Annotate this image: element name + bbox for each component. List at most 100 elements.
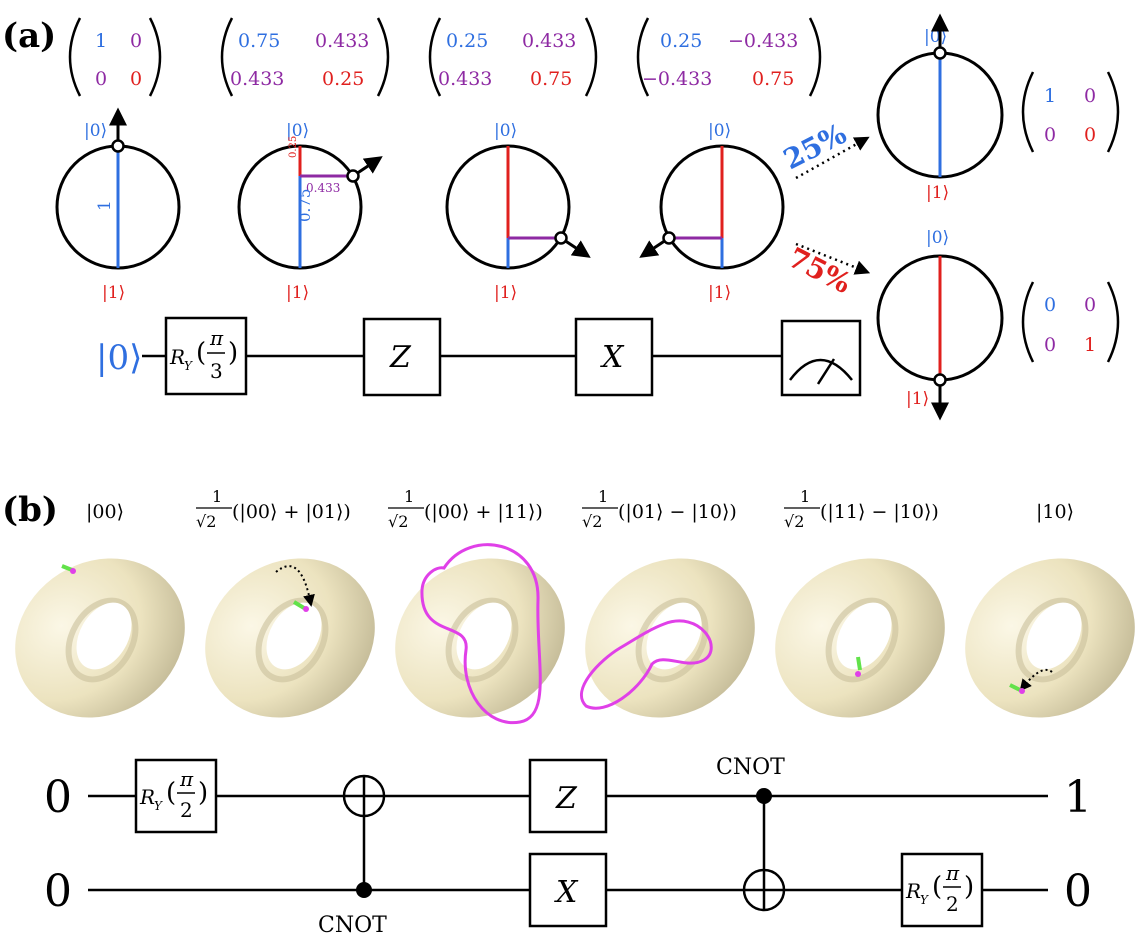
ry-gate-b-top-num: π [179,767,194,791]
cnot1-control[interactable] [356,882,372,898]
prob-top: 25% [778,117,851,176]
matrix-a2-01: 0.433 [315,30,369,52]
circuit-b: 0 0 1 0 R Y ( π 2 ) CNOT Z X CNOT [44,755,1092,938]
ry-gate-b-top[interactable] [134,758,218,834]
state-1-num: 1 [212,487,222,506]
ry-gate-b-bottom-lparen: ( [932,872,942,902]
x-gate-a-label: X [600,340,625,375]
z-gate-b-label: Z [555,781,578,816]
state-circle-2: |0⟩ 0.25 0.433 0.75 |1⟩ [237,121,383,303]
outcome-bottom-ket0: |0⟩ [926,228,949,248]
circle4-ket0: |0⟩ [708,121,731,141]
x-gate-a[interactable] [574,317,654,397]
matrix-a3-10: 0.433 [438,68,492,90]
ry-gate-b-top-lparen: ( [166,778,176,808]
ry-gate-b-bottom-sub: Y [920,893,929,907]
ry-gate-a-rparen: ) [228,338,238,368]
state-4: (|11⟩ − |10⟩) [820,501,939,523]
torus6-trajectory [1019,668,1053,692]
matrix-a3: 0.25 0.433 0.433 0.75 [428,17,598,97]
circle3-ket1: |1⟩ [494,283,517,303]
torus6-pointer [1009,683,1021,692]
matrix-a3-00: 0.25 [446,30,488,52]
ry-gate-b-bottom[interactable] [900,852,984,928]
state-1-den: √2 [196,512,216,531]
circuit-a: |0⟩ R Y ( π 3 ) Z X [96,316,862,397]
torus-hole [266,602,322,670]
measure-branches: 25% 75% [778,117,871,300]
circle1-value: 1 [95,200,115,211]
state-4-den: √2 [784,512,804,531]
outcome-top-10: 0 [1044,124,1056,146]
torus2-pointer [292,600,306,610]
matrix-a2: 0.75 0.433 0.433 0.25 [220,17,390,97]
ry-gate-b-top-den: 2 [180,798,193,822]
matrix-a4-10: −0.433 [642,68,712,90]
torus-hole [836,602,892,670]
ry-gate-a[interactable] [164,316,248,396]
ry-gate-b-top-label: R [139,785,155,809]
state-labels-b: |00⟩ 1 √2 (|00⟩ + |01⟩) 1 √2 (|00⟩ + |11… [86,487,1074,531]
circle3-ket0: |0⟩ [494,121,517,141]
circle2-ket0: |0⟩ [286,121,309,141]
cnot2-control[interactable] [756,788,772,804]
torus-4 [585,558,755,718]
torus2-dot [303,606,309,612]
matrix-a1-10: 0 [95,68,107,90]
outcome-bottom-10: 0 [1044,334,1056,356]
torus4-trajectory [579,619,713,710]
torus5-dot [855,671,861,677]
ry-gate-a-sub: Y [184,359,193,373]
matrix-a3-11: 0.75 [530,68,572,90]
circle2-bottom-value: 0.75 [296,189,314,222]
x-gate-b[interactable] [528,852,608,928]
panel-b-label: (b) [2,490,58,530]
cnot2-label: CNOT [716,755,785,780]
ry-gate-b-bottom-den: 2 [946,892,959,916]
meter-arc-icon [789,358,853,381]
cnot1-label: CNOT [318,913,387,938]
circuit-b-in-bottom: 0 [44,866,72,917]
torus-inner-shade [825,597,899,683]
torus5-pointer [856,656,862,671]
outcome-top-11: 0 [1084,124,1096,146]
torus-3 [395,558,565,718]
outcome-matrix-top: 1 0 0 0 [1021,71,1120,153]
ry-gate-b-top-rparen: ) [198,778,208,808]
torus-hole [646,602,702,670]
circle2-ket1: |1⟩ [286,283,309,303]
matrix-a1-01: 0 [130,30,142,52]
outcome-bottom-00: 0 [1044,294,1056,316]
circle1-ket1: |1⟩ [102,283,125,303]
outcome-bottom-01: 0 [1084,294,1096,316]
torus-inner-shade [635,597,709,683]
circle2-side-value: 0.433 [306,181,340,195]
state-2: (|00⟩ + |11⟩) [424,501,543,523]
ry-gate-a-den: 3 [210,359,223,383]
outcome-matrix-bottom: 0 0 0 1 [1021,281,1120,363]
state-4-num: 1 [800,487,810,506]
tori-row [15,558,1135,718]
z-gate-b[interactable] [528,758,608,834]
torus-6 [965,558,1135,718]
circle1-ket0: |0⟩ [84,121,107,141]
ry-gate-a-num: π [209,326,224,350]
ry-gate-b-bottom-label: R [905,879,921,903]
measure-gate[interactable] [780,319,862,397]
circle2-top-value: 0.25 [288,136,299,158]
ry-gate-b-bottom-num: π [945,861,960,885]
torus1-pointer [61,564,73,572]
matrix-a1-00: 1 [95,30,107,52]
circle4-ket1: |1⟩ [708,283,731,303]
torus-1 [15,558,185,718]
panel-a-label: (a) [2,16,56,56]
outcome-bottom-11: 1 [1084,334,1096,356]
state-5: |10⟩ [1036,501,1074,523]
torus-inner-shade [1015,597,1089,683]
outcome-circle-top: |0⟩ |1⟩ [876,13,1004,203]
circuit-b-out-bottom: 0 [1064,866,1092,917]
matrix-a1-11: 0 [130,68,142,90]
outcome-bottom-ket1: |1⟩ [906,389,929,409]
